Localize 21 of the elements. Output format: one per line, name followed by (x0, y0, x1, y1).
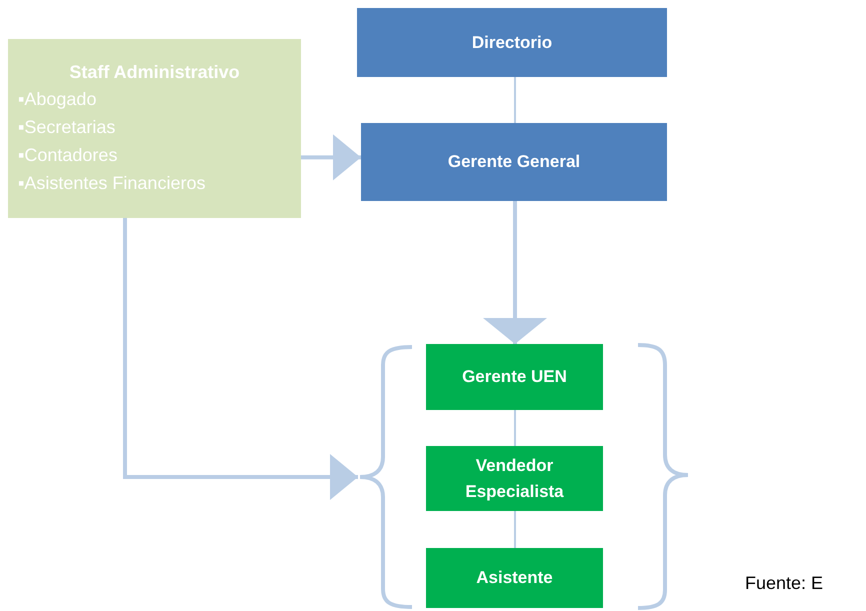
org-box (357, 8, 667, 77)
list-item: ▪Abogado (18, 88, 98, 112)
arrow (123, 218, 358, 500)
list-item: ▪Contadores (18, 144, 118, 167)
list-item: ▪Secretarias (18, 116, 116, 140)
staff-box (8, 39, 301, 218)
box-title: Gerente General (448, 151, 580, 174)
box-title: Vendedor Especialista (464, 455, 565, 502)
org-box (426, 446, 603, 511)
org-box (426, 548, 603, 608)
box-title: Asistente (476, 567, 553, 590)
box-title: Gerente UEN (462, 366, 567, 388)
arrow (301, 134, 361, 180)
box-title: Directorio (472, 32, 552, 54)
org-box (426, 344, 603, 410)
left-brace (358, 345, 412, 609)
org-box (361, 123, 667, 201)
source-note: Fuente: E (745, 573, 824, 594)
list-item: ▪Asistentes Financieros (18, 172, 206, 195)
arrow (483, 201, 547, 344)
box-title: Staff Administrativo (68, 61, 241, 84)
